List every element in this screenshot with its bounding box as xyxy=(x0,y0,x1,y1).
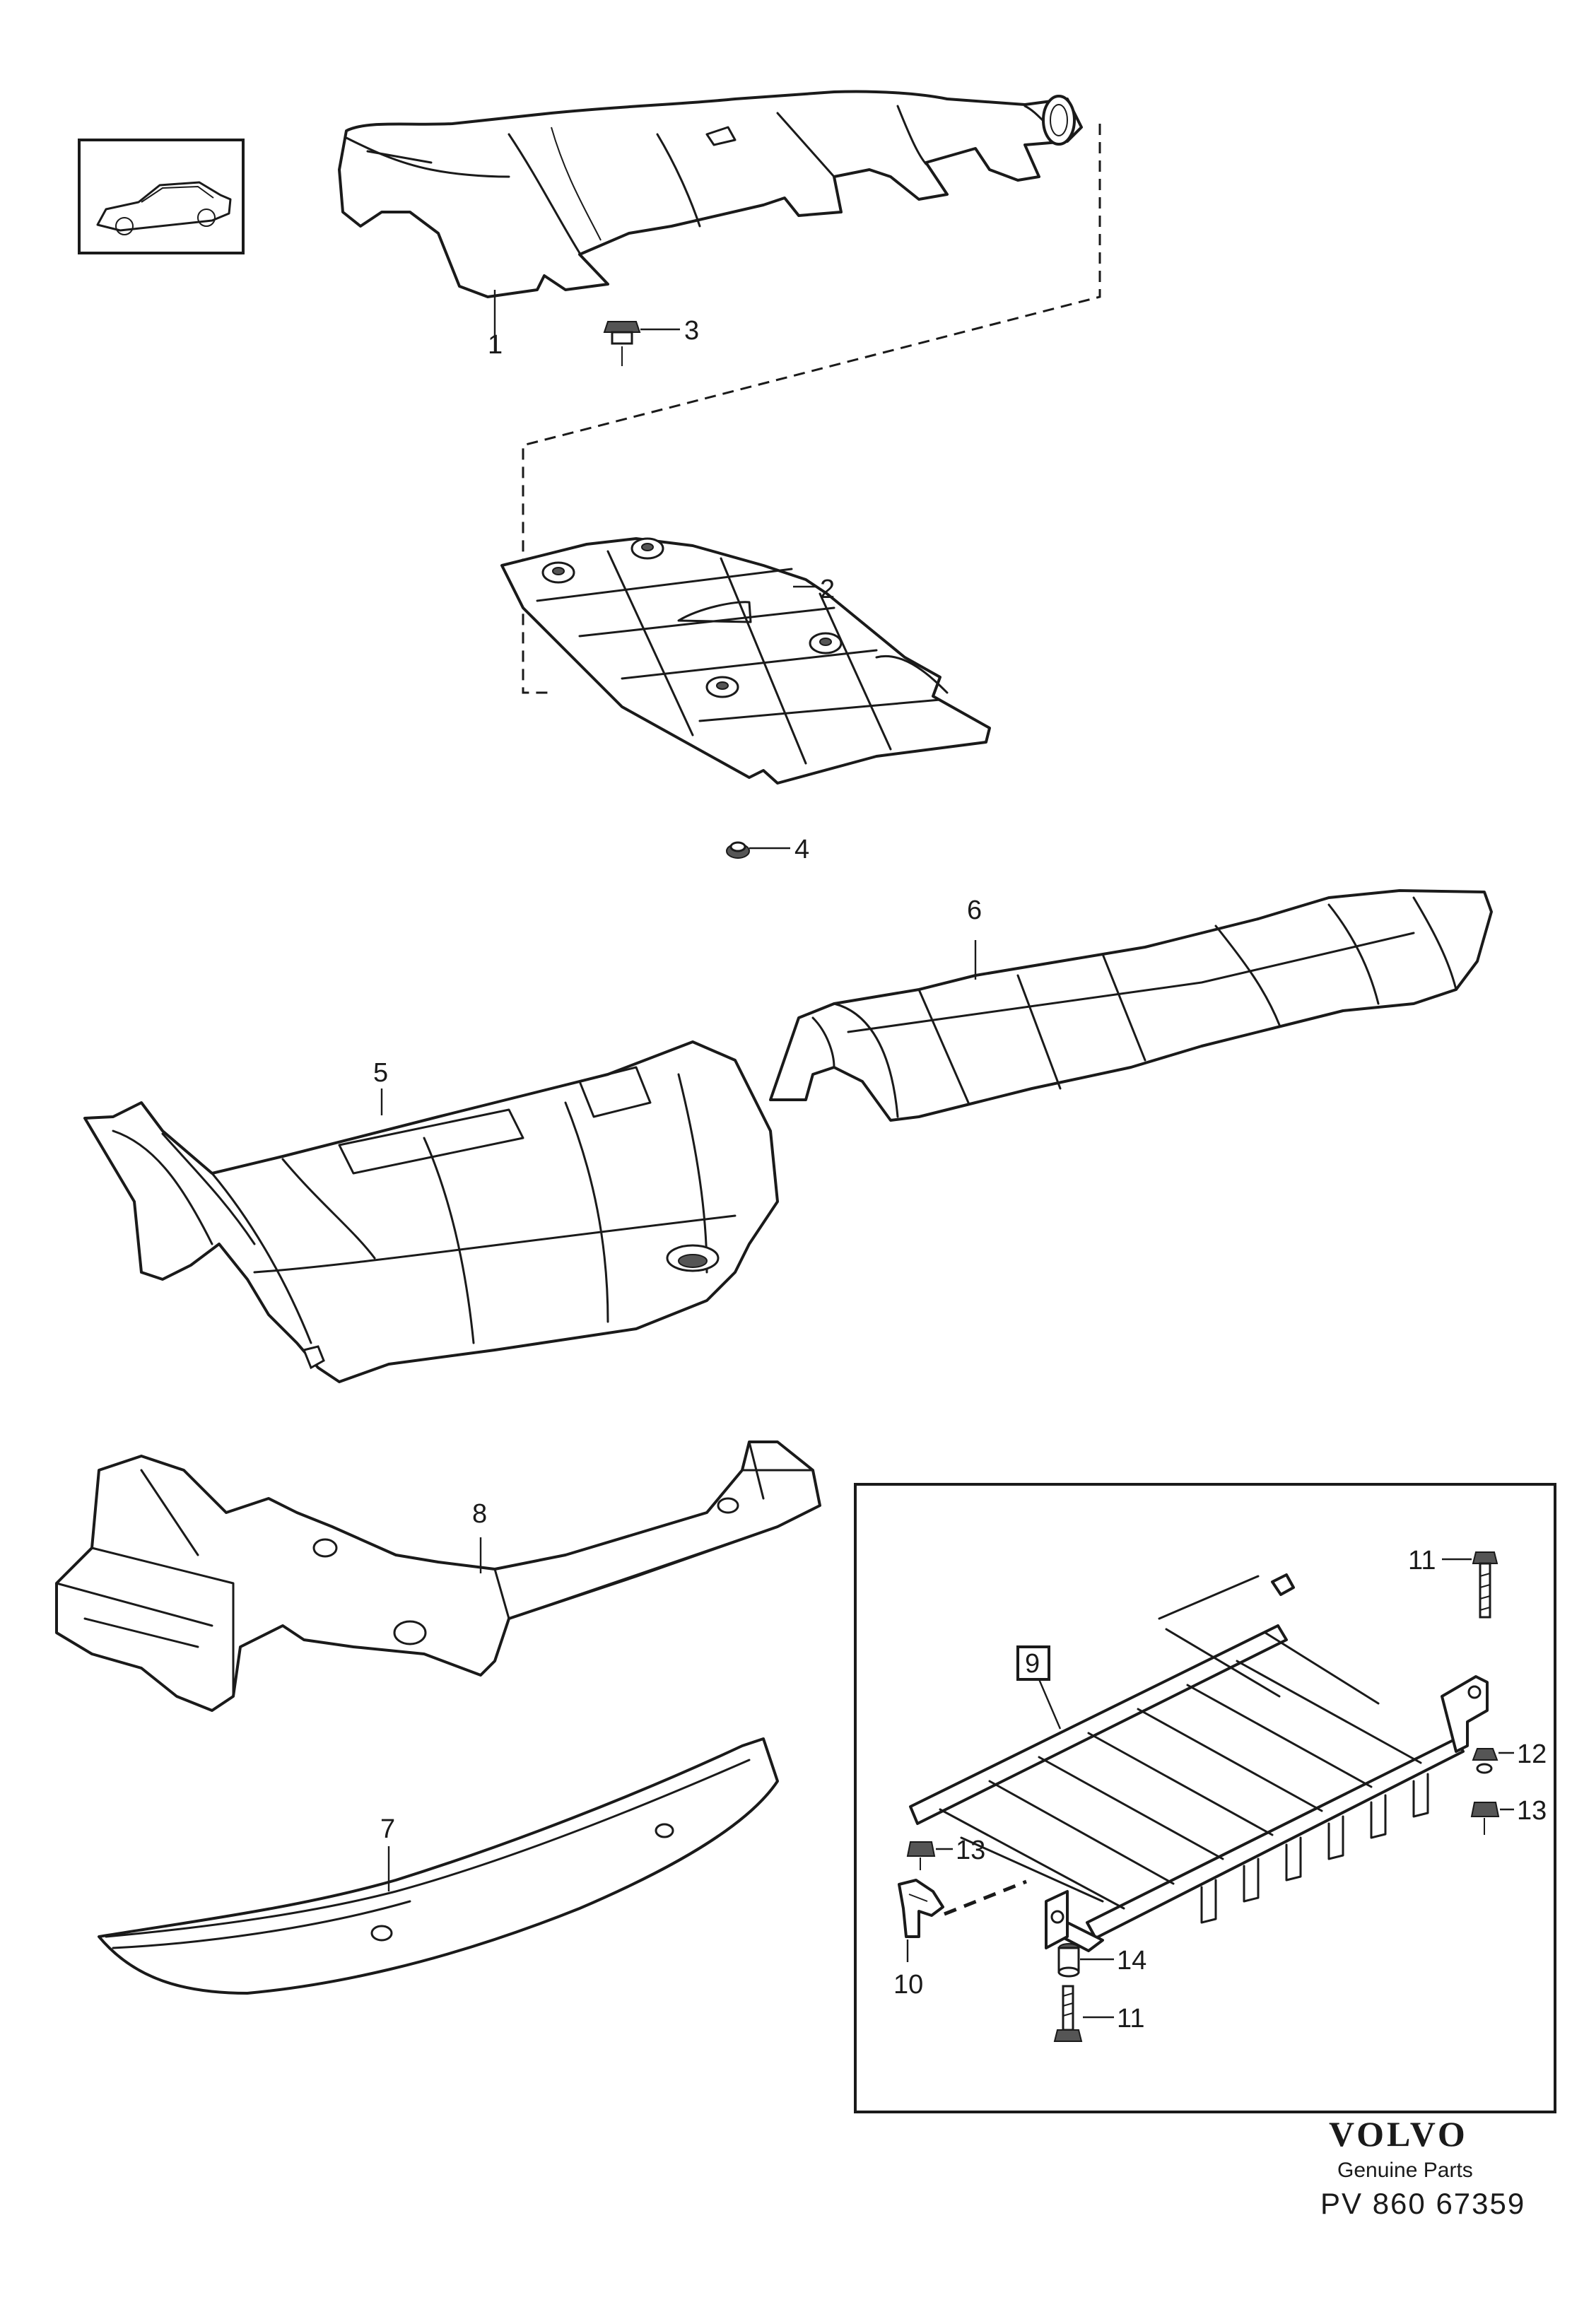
part-13-nut-right xyxy=(1470,1802,1500,1835)
callout-5: 5 xyxy=(373,1058,388,1088)
callout-9-box xyxy=(1016,1645,1050,1681)
connector-1-2 xyxy=(522,124,1101,694)
part-7-trim-strip xyxy=(98,1737,779,1995)
brand-tagline: Genuine Parts xyxy=(1337,2159,1473,2182)
vehicle-thumbnail xyxy=(78,139,245,254)
part-13-nut-left xyxy=(906,1841,936,1870)
callout-6: 6 xyxy=(967,896,982,925)
part-1-heat-shield xyxy=(338,90,1083,298)
part-8-bracket-shield xyxy=(55,1440,821,1712)
callout-1: 1 xyxy=(488,330,503,360)
callout-13-right: 13 xyxy=(1517,1796,1547,1826)
callout-14: 14 xyxy=(1117,1946,1146,1976)
callout-3: 3 xyxy=(684,316,699,346)
callout-4: 4 xyxy=(794,835,809,864)
part-9-guard-rack xyxy=(909,1573,1489,1952)
callout-8: 8 xyxy=(472,1499,487,1529)
callout-9: 9 xyxy=(1025,1649,1040,1679)
brand-logo: VOLVO xyxy=(1329,2114,1468,2154)
part-11-bolt-top xyxy=(1472,1551,1498,1619)
leader-9 xyxy=(1038,1679,1062,1730)
inset-frame xyxy=(854,1483,1556,2113)
callout-11-top: 11 xyxy=(1408,1546,1436,1575)
part-4-nut xyxy=(726,841,750,859)
callout-2: 2 xyxy=(820,575,835,604)
callout-13-left: 13 xyxy=(956,1836,985,1865)
part-12-nut xyxy=(1472,1748,1498,1774)
connector-10-9 xyxy=(944,1879,1027,1916)
callout-7: 7 xyxy=(380,1814,395,1844)
part-14-spacer xyxy=(1057,1943,1080,1978)
part-10-clip xyxy=(898,1879,944,1938)
callout-10: 10 xyxy=(893,1970,923,2000)
diagram-part-number: PV 860 67359 xyxy=(1320,2187,1526,2220)
part-2-heat-plate xyxy=(500,537,991,785)
part-6-tunnel-shield xyxy=(769,889,1493,1122)
callout-12: 12 xyxy=(1517,1739,1547,1769)
part-3-nut xyxy=(603,321,641,366)
part-11-bolt-bottom xyxy=(1053,1985,1083,2042)
callout-11-bottom: 11 xyxy=(1117,2004,1144,2034)
part-5-heat-shield xyxy=(83,1040,779,1383)
